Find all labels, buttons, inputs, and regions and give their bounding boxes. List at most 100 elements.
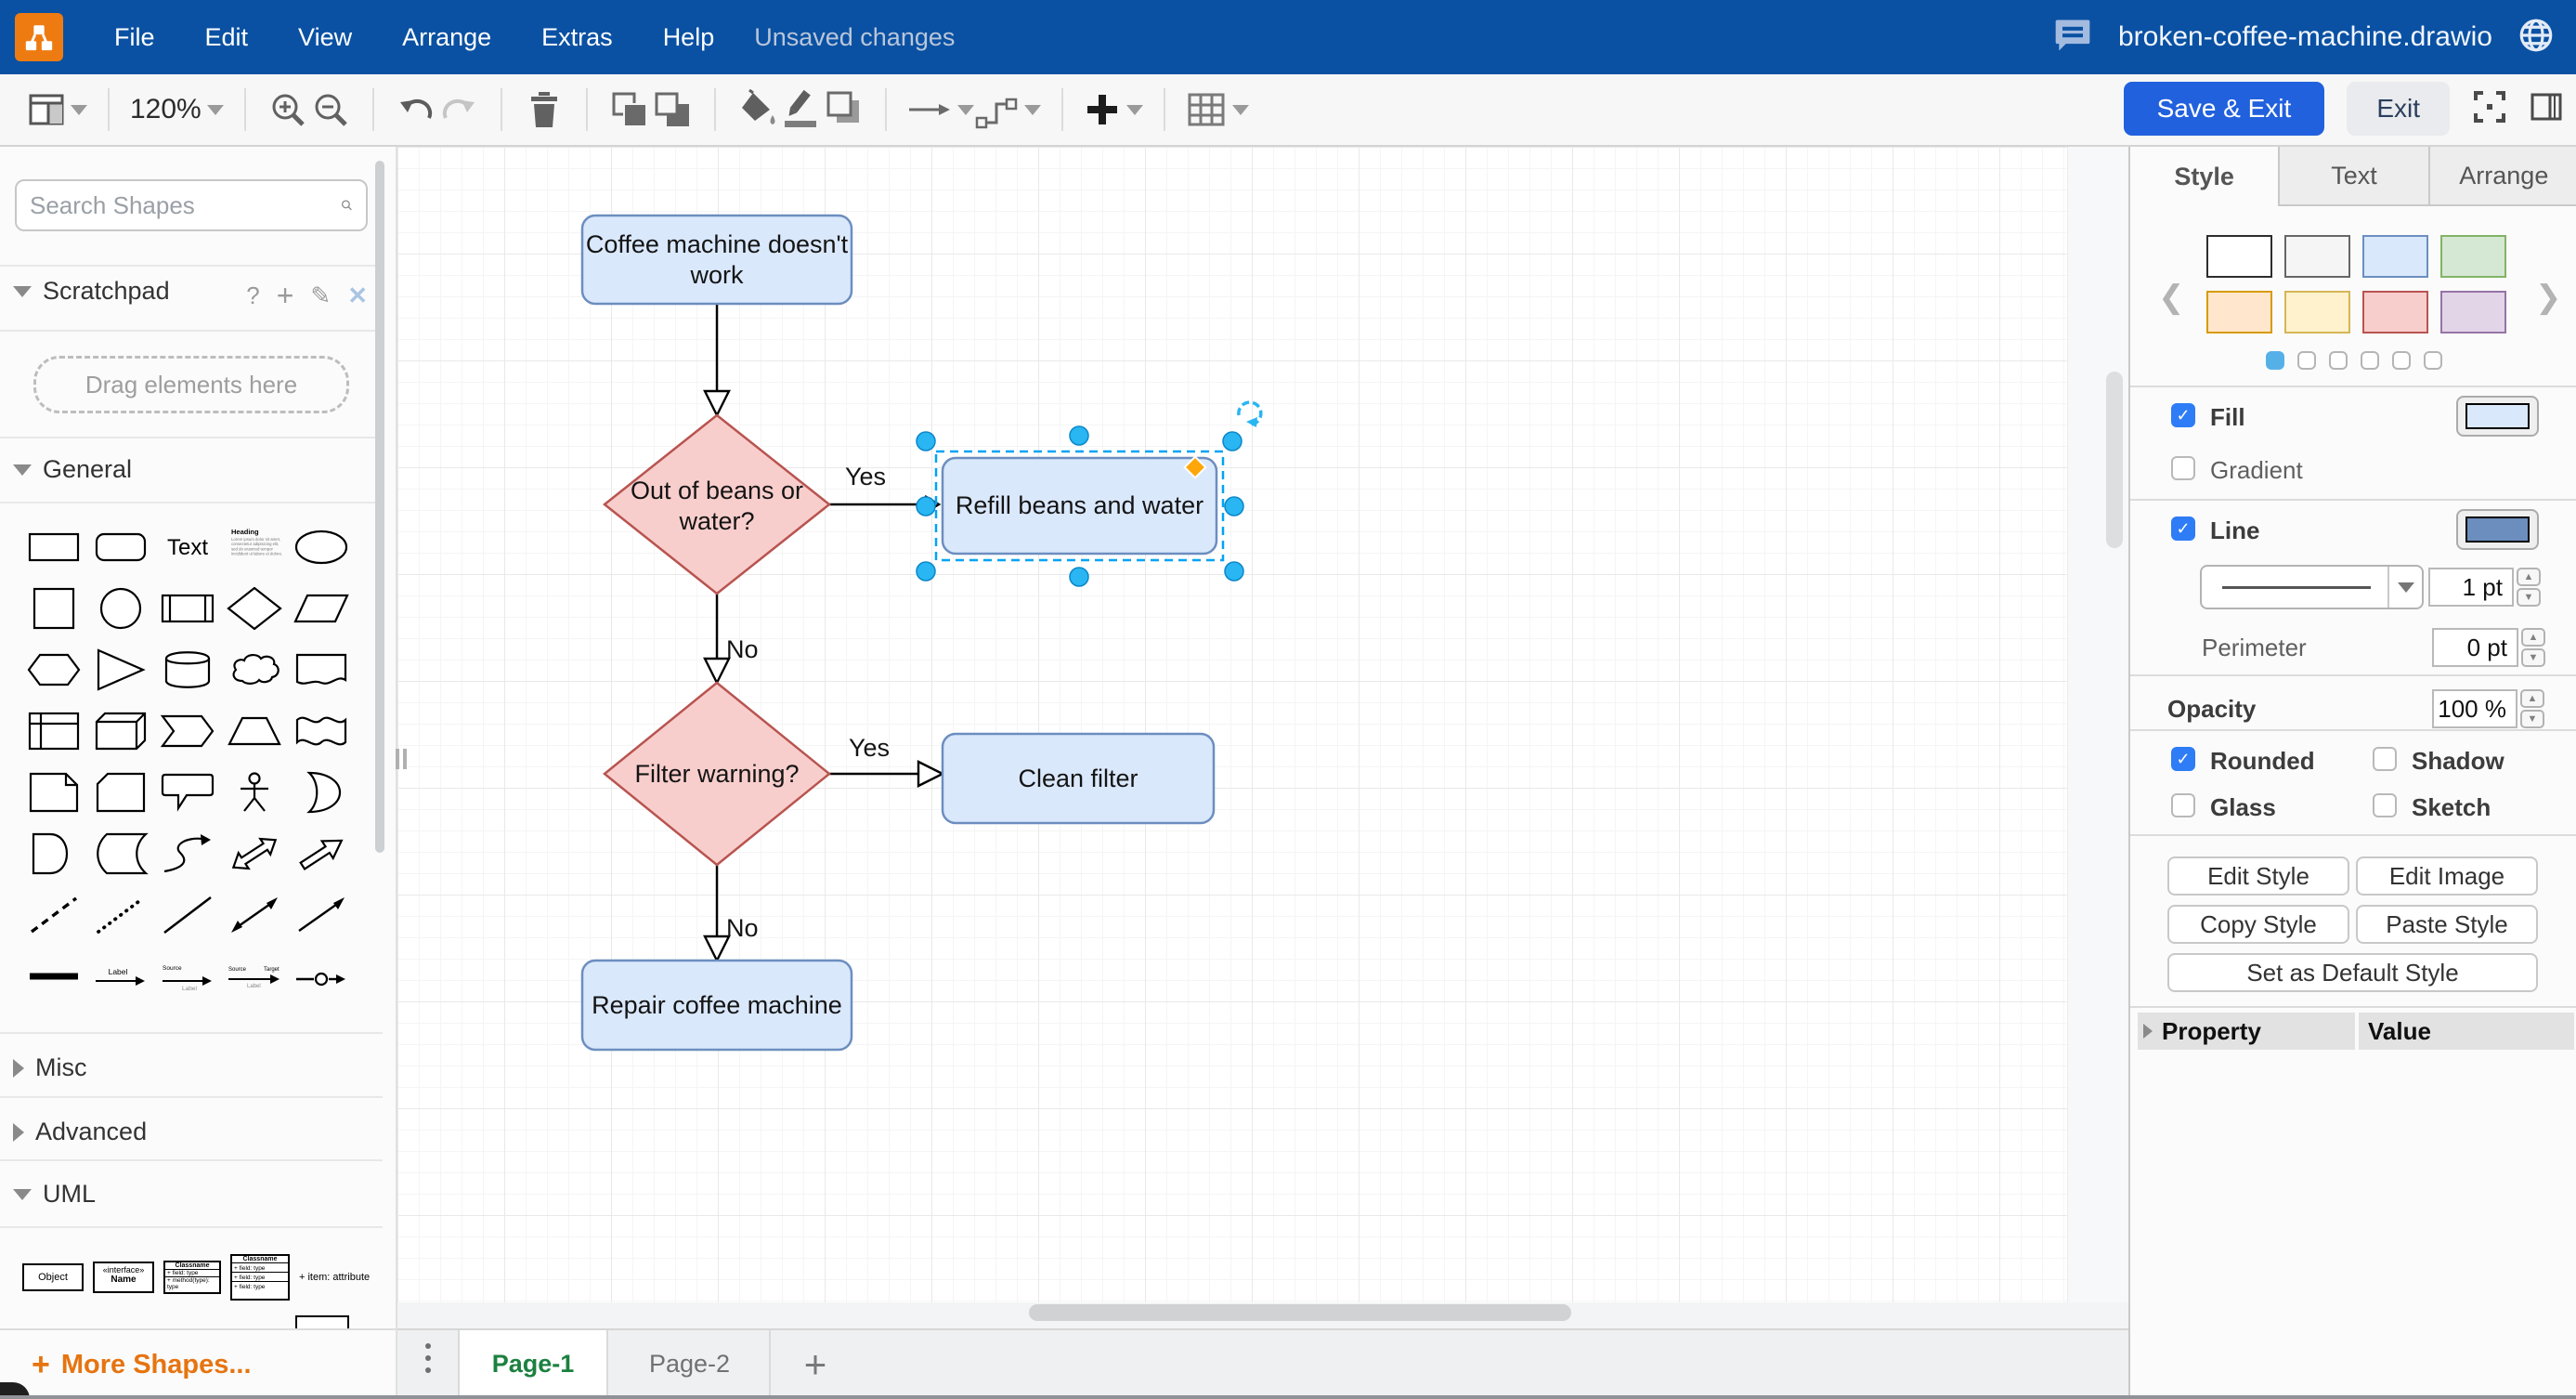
scratchpad-section-header[interactable]: Scratchpad [13,277,170,306]
drawing-canvas[interactable]: Coffee machine doesn't work Out of beans… [397,147,2128,1328]
rounded-checkbox[interactable]: ✓ [2171,747,2195,771]
node-refill[interactable] [941,456,1218,556]
shape-rounded-rectangle[interactable] [87,516,154,578]
presets-page-dot-5[interactable] [2392,351,2411,370]
exit-button[interactable]: Exit [2347,82,2450,136]
edge-filter-clean[interactable] [829,760,945,788]
shape-uml-object[interactable]: Object [22,1263,84,1291]
scratchpad-add-icon[interactable]: + [276,279,294,312]
line-color-swatch[interactable] [2456,509,2539,550]
style-preset-6[interactable] [2284,291,2350,333]
shape-diamond[interactable] [221,578,288,639]
tab-page-2[interactable]: Page-2 [610,1330,771,1398]
scratchpad-drop-area[interactable]: Drag elements here [33,356,349,413]
shape-step[interactable] [154,700,221,762]
general-section-header[interactable]: General [13,455,132,484]
shape-note[interactable] [20,762,87,823]
style-preset-1[interactable] [2206,235,2272,278]
edge-start-beans[interactable] [703,304,731,418]
shape-curve[interactable] [154,823,221,884]
zoom-level-dropdown[interactable]: 120% [130,85,224,134]
fill-color-button[interactable] [736,85,779,134]
connection-style-button[interactable] [907,85,974,134]
edit-image-button[interactable]: Edit Image [2356,856,2538,896]
edge-label-yes-1[interactable]: Yes [845,463,887,490]
selection-handle-n[interactable] [1069,425,1089,446]
presets-page-dot-1[interactable] [2266,351,2284,370]
waypoint-style-button[interactable] [974,85,1041,134]
shape-data-storage[interactable] [87,823,154,884]
comments-icon[interactable] [2051,15,2094,60]
node-decision-filter[interactable] [603,681,831,867]
shadow-button[interactable] [822,85,865,134]
shape-cylinder[interactable] [154,639,221,700]
line-color-button[interactable] [779,85,822,134]
shape-parallelogram[interactable] [288,578,355,639]
shape-hexagon[interactable] [20,639,87,700]
opacity-stepper[interactable]: ▲▼ [2520,689,2544,728]
selection-handle-se[interactable] [1224,561,1244,582]
shape-document[interactable] [288,639,355,700]
zoom-out-button[interactable] [309,85,352,134]
shape-link[interactable] [20,946,87,1007]
advanced-section-header[interactable]: Advanced [13,1118,147,1146]
pages-menu-icon[interactable] [425,1343,431,1373]
edge-label-no-1[interactable]: No [726,635,759,663]
tab-style[interactable]: Style [2174,162,2234,190]
line-checkbox[interactable]: ✓ [2171,516,2195,541]
shape-tape[interactable] [288,700,355,762]
presets-prev-icon[interactable]: ❮ [2158,280,2185,315]
presets-page-dot-2[interactable] [2297,351,2316,370]
canvas-horizontal-scrollbar[interactable] [1029,1304,1571,1321]
selection-handle-e[interactable] [1224,496,1244,516]
presets-page-dot-4[interactable] [2361,351,2379,370]
menu-file[interactable]: File [114,22,155,51]
fullscreen-icon[interactable] [2472,89,2507,129]
shape-ellipse[interactable] [288,516,355,578]
fill-checkbox[interactable]: ✓ [2171,403,2195,427]
edit-style-button[interactable]: Edit Style [2167,856,2349,896]
edge-endpoint-handle[interactable] [1183,455,1207,479]
glass-checkbox[interactable] [2171,793,2195,817]
set-default-style-button[interactable]: Set as Default Style [2167,953,2538,992]
shape-callout[interactable] [154,762,221,823]
shape-arrow-with-label[interactable]: Label [87,946,154,1007]
copy-style-button[interactable]: Copy Style [2167,905,2349,944]
presets-page-dot-3[interactable] [2329,351,2348,370]
shape-line[interactable] [154,884,221,946]
sketch-checkbox[interactable] [2373,793,2397,817]
more-shapes-button[interactable]: + More Shapes... [0,1328,396,1399]
style-preset-2[interactable] [2284,235,2350,278]
shape-text[interactable]: Text [154,516,221,578]
shape-uml-class[interactable]: Classname + field: type + method(type): … [163,1261,221,1294]
selection-handle-ne[interactable] [1222,431,1242,451]
table-button[interactable] [1186,85,1249,134]
shape-bidirectional-arrow[interactable] [221,823,288,884]
node-start[interactable] [580,214,853,306]
edge-label-no-2[interactable]: No [726,914,759,942]
style-preset-3[interactable] [2362,235,2428,278]
delete-button[interactable] [523,85,566,134]
uml-section-header[interactable]: UML [13,1180,96,1209]
shape-arrow-with-node[interactable] [288,946,355,1007]
redo-button[interactable] [437,85,480,134]
style-preset-4[interactable] [2440,235,2506,278]
save-and-exit-button[interactable]: Save & Exit [2123,82,2325,136]
menu-edit[interactable]: Edit [204,22,249,51]
menu-view[interactable]: View [298,22,353,51]
shape-cube[interactable] [87,700,154,762]
shape-internal-storage[interactable] [20,700,87,762]
style-preset-7[interactable] [2362,291,2428,333]
shape-cloud[interactable] [221,639,288,700]
to-back-button[interactable] [651,85,694,134]
shape-trapezoid[interactable] [221,700,288,762]
to-front-button[interactable] [608,85,651,134]
shape-directional-connector[interactable] [288,884,355,946]
edge-beans-filter[interactable] [703,594,731,686]
line-width-field[interactable]: 1 pt [2428,568,2514,607]
perimeter-stepper[interactable]: ▲▼ [2521,628,2545,667]
selection-handle-nw[interactable] [916,431,936,451]
shape-and[interactable] [20,823,87,884]
